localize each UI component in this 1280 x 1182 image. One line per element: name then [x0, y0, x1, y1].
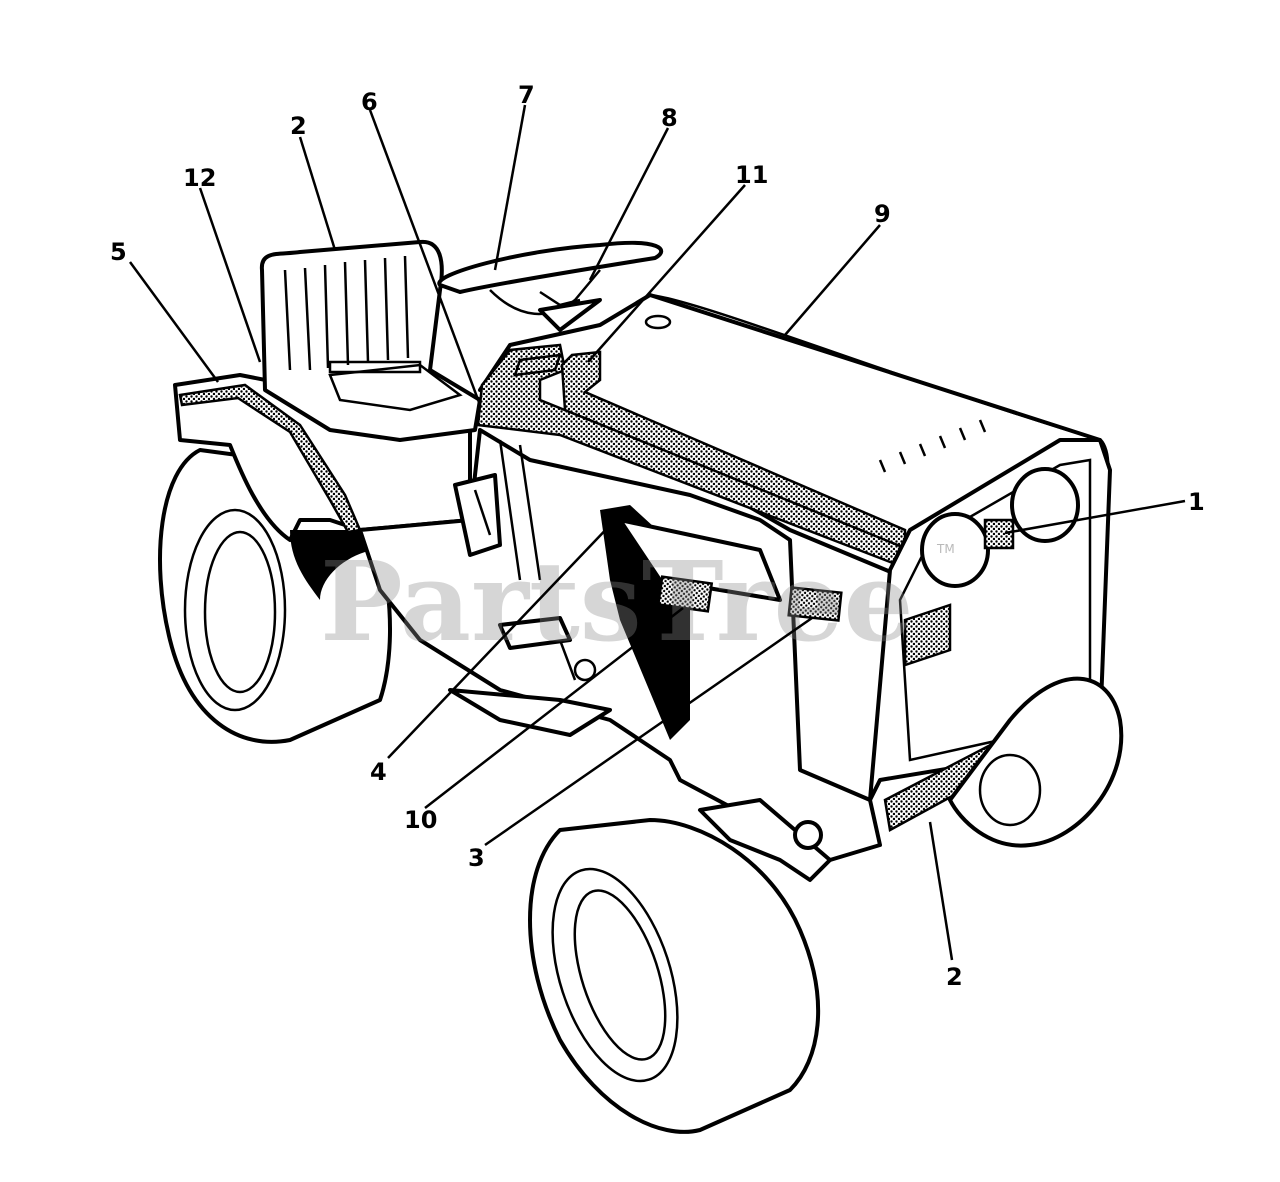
callout-6: 6 — [361, 88, 378, 116]
callout-1: 1 — [1188, 488, 1205, 516]
callout-7: 7 — [518, 81, 535, 109]
side-decals — [656, 575, 843, 622]
callout-10: 10 — [404, 806, 437, 834]
callout-4: 4 — [370, 758, 387, 786]
callout-2-seat: 2 — [290, 112, 307, 140]
callout-5: 5 — [110, 238, 127, 266]
front-right-wheel — [948, 676, 1124, 848]
callout-8: 8 — [661, 104, 678, 132]
callout-2-grille: 2 — [946, 963, 963, 991]
leader-lines — [128, 104, 1186, 961]
watermark-trademark: TM — [936, 542, 955, 556]
callouts: 5 12 2 6 7 8 11 9 1 4 10 3 2 — [110, 81, 1205, 991]
watermark: PartsTree TM — [320, 537, 955, 666]
foot-pedal — [448, 616, 612, 737]
front-axle — [698, 798, 832, 882]
callout-9: 9 — [874, 200, 891, 228]
callout-11: 11 — [735, 161, 768, 189]
seat — [259, 239, 482, 442]
tractor-body — [358, 428, 882, 862]
hood-stripe-decal — [476, 343, 907, 567]
callout-12: 12 — [183, 164, 216, 192]
watermark-text: PartsTree — [320, 537, 914, 666]
front-left-wheel — [528, 818, 821, 1134]
steering-wheel — [437, 240, 664, 332]
callout-3: 3 — [468, 844, 485, 872]
